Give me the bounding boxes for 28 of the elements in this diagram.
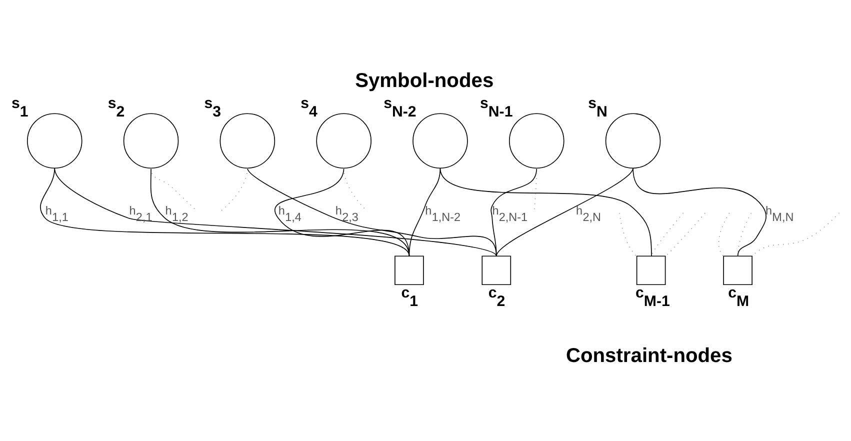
node-circle (123, 113, 179, 169)
diagram-title: Symbol-nodes (355, 70, 494, 92)
connector (619, 212, 637, 257)
node-box (394, 256, 424, 286)
connector (632, 168, 766, 257)
connector (651, 212, 684, 257)
connector (247, 168, 497, 257)
connector (408, 168, 441, 257)
connector (220, 168, 248, 212)
connector (534, 168, 538, 212)
connector (665, 212, 706, 257)
connector (496, 168, 634, 257)
node-box (723, 256, 752, 286)
connector (40, 168, 410, 257)
caption: Constraint-nodes (566, 344, 732, 367)
connector (440, 168, 652, 257)
node-circle (26, 113, 82, 169)
connector (150, 168, 198, 212)
connector (490, 168, 538, 257)
node-circle (605, 113, 661, 169)
node-box (636, 256, 666, 286)
node-box (482, 256, 512, 286)
connector (54, 168, 497, 257)
node-circle (316, 113, 372, 169)
connector (718, 212, 730, 257)
node-circle (220, 113, 276, 169)
connector (150, 168, 410, 257)
connector (274, 168, 410, 257)
